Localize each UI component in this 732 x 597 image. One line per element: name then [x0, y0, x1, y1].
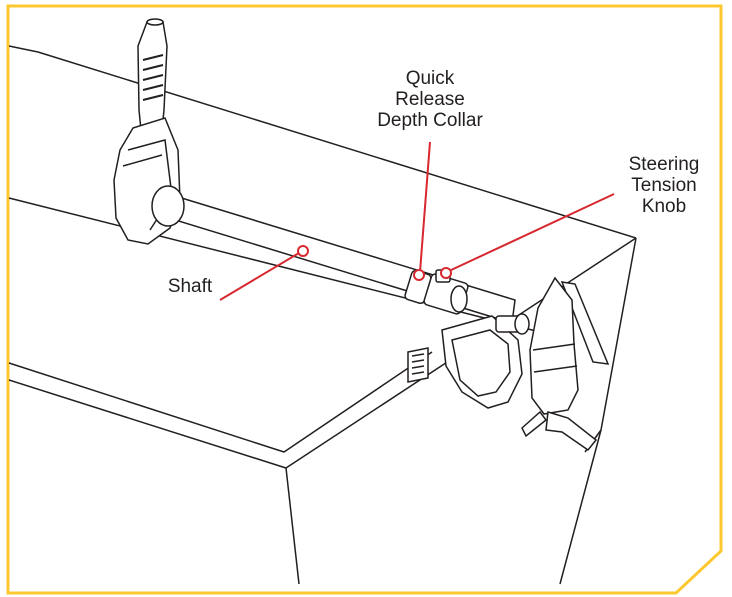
- boat-hull: [8, 45, 637, 585]
- motor-fin: [560, 281, 610, 365]
- collar-leader: [419, 141, 431, 273]
- tension-leader: [448, 193, 615, 272]
- gunwale-line: [8, 351, 433, 453]
- label-shaft: Shaft: [167, 276, 213, 297]
- shaft-mount: [151, 185, 185, 227]
- propeller: [545, 411, 598, 452]
- shaft-leader-dot: [297, 245, 309, 257]
- motor-bulb: [529, 276, 579, 415]
- deck-far-edge: [8, 45, 637, 239]
- shaft-leader: [219, 252, 300, 301]
- mount-bracket: [407, 313, 530, 409]
- label-quick-release-depth-collar: Quick Release Depth Collar: [377, 68, 483, 131]
- tension-leader-dot: [440, 267, 452, 279]
- hull-stern: [559, 429, 602, 585]
- hull-bottom: [285, 467, 300, 585]
- label-steering-tension-knob: Steering Tension Knob: [628, 154, 700, 217]
- lower-unit: [521, 276, 610, 452]
- frame-border: [6, 4, 723, 595]
- collar-leader-dot: [413, 269, 425, 281]
- control-head: [113, 18, 185, 245]
- leader-lines: [219, 141, 615, 301]
